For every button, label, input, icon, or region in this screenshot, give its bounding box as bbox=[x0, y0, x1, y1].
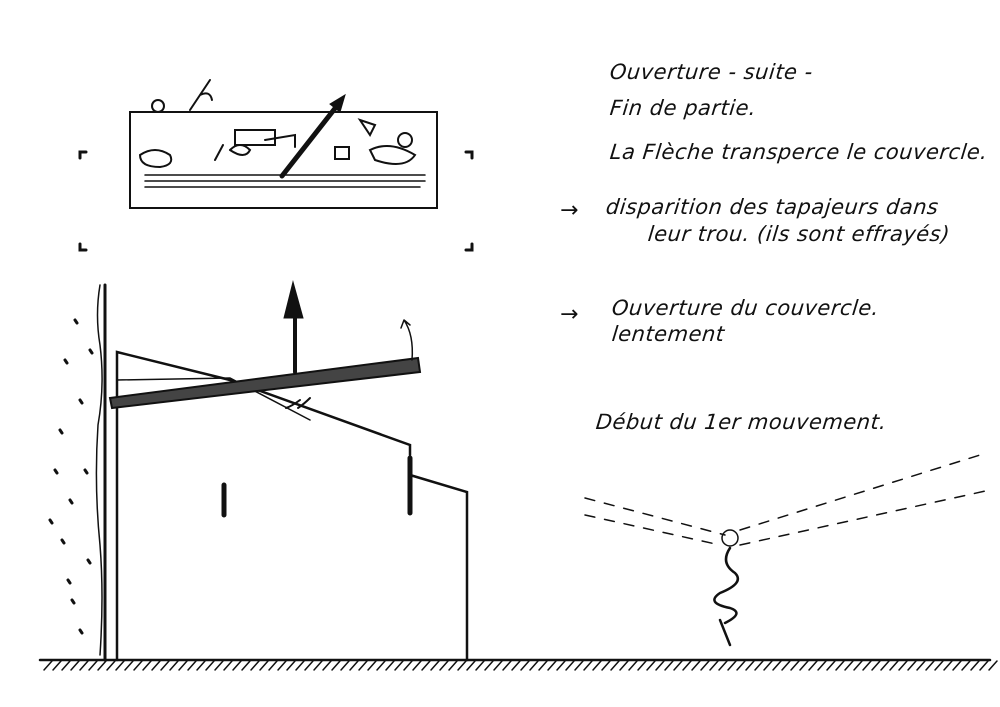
small-figure bbox=[584, 454, 991, 647]
ground-line bbox=[38, 658, 998, 671]
arrow-icon: → bbox=[560, 198, 579, 223]
note-line-5: leur trou. (ils sont effrayés) bbox=[646, 222, 952, 246]
inset-scene bbox=[78, 79, 474, 252]
left-wall bbox=[48, 283, 107, 662]
lid-plank bbox=[108, 280, 422, 410]
arrow-icon: → bbox=[560, 302, 579, 327]
note-line-1: Ouverture - suite - bbox=[608, 60, 815, 84]
note-line-4: disparition des tapajeurs dans bbox=[604, 195, 940, 219]
note-line-7: lentement bbox=[610, 322, 726, 346]
note-line-6: Ouverture du couvercle. bbox=[610, 296, 881, 320]
building-set bbox=[115, 350, 469, 662]
note-line-2: Fin de partie. bbox=[608, 96, 758, 120]
note-line-8: Début du 1er mouvement. bbox=[594, 410, 888, 434]
note-line-3: La Flèche transperce le couvercle. bbox=[608, 140, 989, 164]
